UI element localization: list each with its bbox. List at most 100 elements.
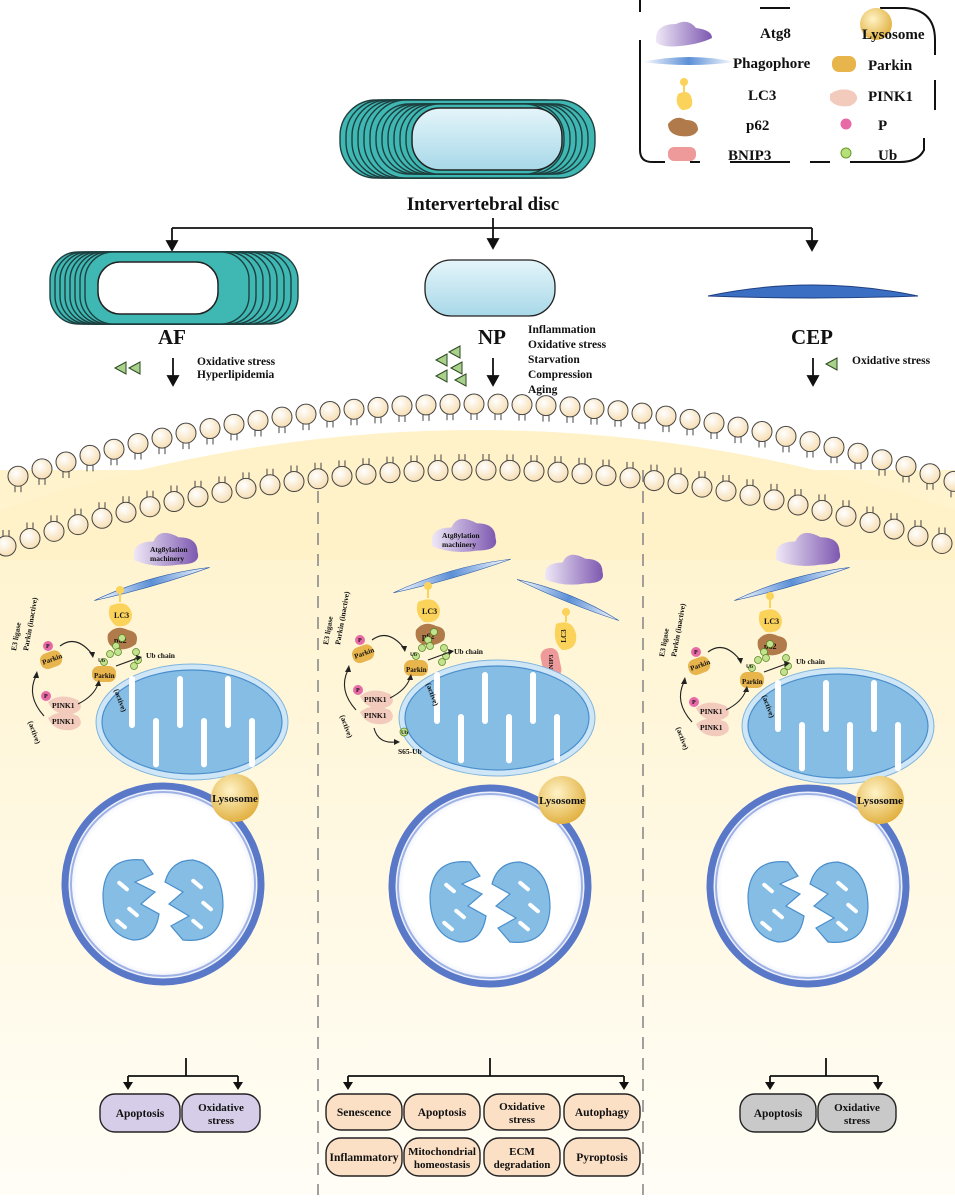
np-outcome-0-text: Senescence [337, 1107, 391, 1119]
pink1 [48, 712, 81, 731]
fragmented-mitochondria [747, 861, 869, 943]
lysosome-label: Lysosome [857, 795, 903, 807]
parkin-label: Parkin [94, 672, 115, 680]
legend-bnip3-icon [668, 147, 696, 161]
lc3-anchor [766, 592, 774, 600]
phospho-p [689, 697, 699, 707]
legend-phagophore-icon [642, 57, 735, 65]
pink1 [696, 718, 729, 737]
np-outcome-5-text: homeostasis [414, 1159, 471, 1171]
p-label: P [692, 700, 696, 706]
lysosome [856, 776, 904, 824]
np-stimulus-3: Starvation [528, 354, 580, 366]
lc3-label: LC3 [764, 617, 779, 626]
pink1 [360, 690, 393, 709]
np-outcome-0: Senescence [325, 1093, 403, 1131]
lc3 [758, 609, 782, 633]
legend-border [639, 0, 936, 163]
lysosome [211, 774, 259, 822]
lc3 [416, 599, 440, 623]
af-outcome-apoptosis: Apoptosis [99, 1093, 181, 1133]
cep-label: CEP [791, 325, 833, 349]
bnip3-label: BNIP3 [548, 654, 555, 674]
lysosome-label: Lysosome [212, 793, 258, 805]
ub-bead [430, 628, 438, 636]
phospho-p [691, 647, 701, 657]
parkin-inactive [39, 650, 63, 670]
lysosome [538, 776, 586, 824]
legend-lc3-label: LC3 [748, 88, 776, 104]
np-label: NP [478, 325, 506, 349]
ub-bead [100, 658, 108, 666]
pink1-label: PINK1 [52, 701, 75, 710]
atg8ylation-label: Atg8ylation [442, 531, 480, 540]
cep-stimulus-1: Oxidative stress [852, 355, 931, 367]
activation-arrow [371, 634, 405, 649]
np-outcome-1-text: Apoptosis [418, 1107, 467, 1119]
parkin-inactive [687, 656, 711, 676]
ub-chain-label: Ub chain [454, 647, 484, 656]
pink1-label: PINK1 [364, 711, 387, 720]
atg8ylation-label: machinery [442, 540, 476, 549]
p-label: P [358, 638, 362, 644]
cell-cytoplasm-top [0, 430, 955, 560]
np-stimulus-1: Inflammation [528, 324, 596, 336]
activation-arrow [707, 646, 741, 661]
atg8-cloud [544, 554, 604, 585]
ub-bead [762, 654, 770, 662]
s65-ub-label: S65-Ub [398, 747, 422, 756]
af-annulus-icon [49, 251, 299, 325]
ub-bead [748, 664, 756, 672]
ub-bead [114, 648, 122, 656]
np-outcome-2-text: Oxidative [499, 1101, 545, 1113]
np-cell: Atg8ylationmachineryLC3p62Ub chainLC3BNI… [321, 518, 620, 988]
ub-bead [118, 634, 126, 642]
lipid-bilayer [0, 393, 955, 557]
legend-lc3-icon [676, 78, 693, 110]
legend: Atg8 Lysosome Phagophore Parkin LC3 PINK… [639, 0, 936, 164]
parkin-active [740, 672, 764, 688]
p-label: P [694, 650, 698, 656]
lc3-anchor [424, 582, 432, 590]
ub-bead [766, 640, 774, 648]
atg8-cloud [133, 532, 199, 566]
np-outcome-3: Autophagy [563, 1093, 641, 1131]
branch-arrows [165, 218, 819, 252]
af-label: AF [158, 325, 186, 349]
pink1-label: PINK1 [364, 695, 387, 704]
pink1-label: PINK1 [52, 717, 75, 726]
np-outcome-7-text: Pyroptosis [576, 1152, 628, 1164]
atg8ylation-label: Atg8ylation [150, 545, 188, 554]
pink1-label: PINK1 [700, 707, 723, 716]
af-outcome-apoptosis-text: Apoptosis [116, 1108, 165, 1120]
ub-bead [418, 644, 426, 652]
legend-p62-icon [668, 117, 698, 137]
ub-bead [412, 652, 420, 660]
np-outcome-5-text: Mitochondrial [408, 1146, 476, 1158]
fragmented-mitochondria [429, 861, 551, 943]
cep-endplate-icon [707, 284, 919, 299]
af-stimulus-1: Oxidative stress [197, 356, 276, 368]
legend-p-label: P [878, 118, 887, 134]
phospho-p [353, 685, 363, 695]
ub-bead [754, 656, 762, 664]
legend-atg8-icon [655, 21, 712, 47]
lysosome-label: Lysosome [539, 795, 585, 807]
af-stimulus-2: Hyperlipidemia [197, 369, 275, 381]
legend-p62-label: p62 [746, 118, 769, 134]
legend-p-icon [840, 118, 852, 130]
lc3 [554, 622, 577, 650]
legend-parkin-icon [832, 56, 856, 72]
np-outcome-1: Apoptosis [403, 1093, 481, 1131]
legend-lysosome-label: Lysosome [862, 27, 925, 43]
p-label: P [46, 644, 50, 650]
ub-label: Ub [98, 658, 105, 664]
legend-phagophore-label: Phagophore [733, 56, 811, 72]
legend-pink1-icon [830, 89, 858, 107]
mitochondrion [747, 673, 929, 779]
